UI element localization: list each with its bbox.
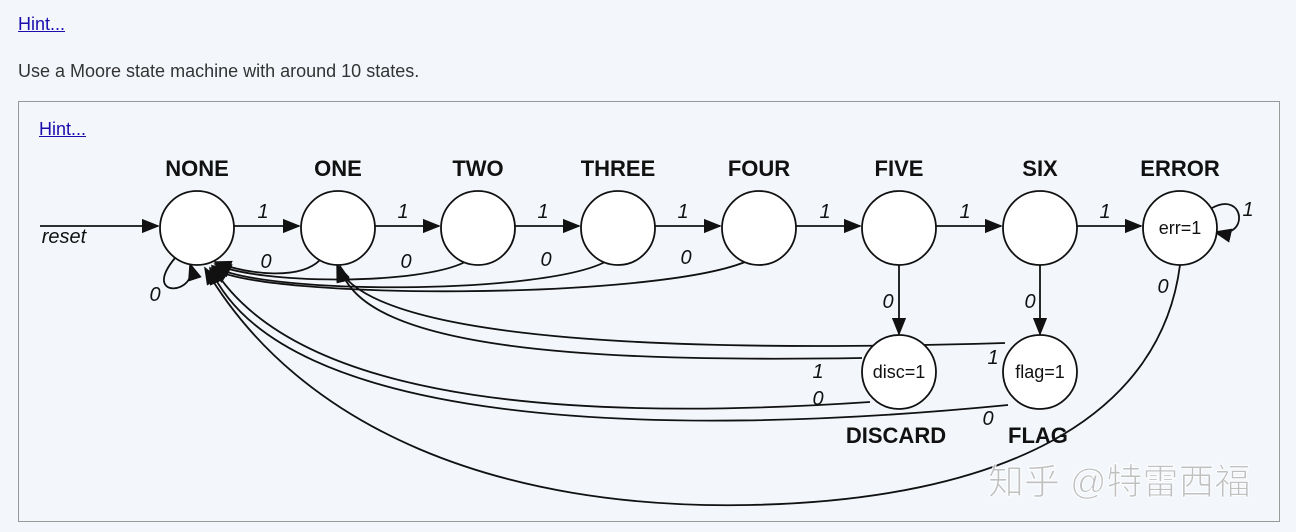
state-error xyxy=(1142,190,1218,266)
state-discard xyxy=(861,334,937,410)
edge-label: 0 xyxy=(812,388,823,410)
state-two xyxy=(440,190,516,266)
edge-label: 0 xyxy=(260,251,271,273)
edge-label: 1 xyxy=(1242,199,1253,221)
edge-labels: 1 1 1 1 1 1 1 1 0 0 0 0 0 0 0 0 1 1 0 0 xyxy=(149,199,1253,430)
state-six xyxy=(1002,190,1078,266)
edge-label: 0 xyxy=(149,284,160,306)
state-label: FOUR xyxy=(728,156,790,181)
state-output: err=1 xyxy=(1159,218,1202,238)
watermark: 知乎 @特雷西福 xyxy=(988,461,1251,502)
state-flag xyxy=(1002,334,1078,410)
state-output: disc=1 xyxy=(873,362,926,382)
edge-label: 1 xyxy=(537,201,548,223)
transitions xyxy=(40,203,1240,507)
state-label: ERROR xyxy=(1140,156,1220,181)
edge-label: 1 xyxy=(819,201,830,223)
state-label: FIVE xyxy=(875,156,924,181)
diagram-panel: Hint... xyxy=(18,101,1280,522)
state-label: THREE xyxy=(581,156,656,181)
edge-label: 1 xyxy=(812,361,823,383)
edge-label: 1 xyxy=(677,201,688,223)
state-one xyxy=(300,190,376,266)
edge-label: 1 xyxy=(257,201,268,223)
state-three xyxy=(580,190,656,266)
state-label: DISCARD xyxy=(846,423,946,448)
edge-label: 0 xyxy=(882,291,893,313)
state-circles xyxy=(159,190,1218,410)
hint-link[interactable]: Hint... xyxy=(18,14,66,34)
state-label: SIX xyxy=(1022,156,1058,181)
state-label: TWO xyxy=(452,156,503,181)
edge-label: 0 xyxy=(400,251,411,273)
edge-label: 0 xyxy=(1157,276,1168,298)
edge-label: 0 xyxy=(1024,291,1035,313)
edge-label: 1 xyxy=(987,347,998,369)
edge-label: 0 xyxy=(982,408,993,430)
state-label: ONE xyxy=(314,156,362,181)
state-none xyxy=(159,190,235,266)
state-five xyxy=(861,190,937,266)
state-output: flag=1 xyxy=(1015,362,1065,382)
instruction-text: Use a Moore state machine with around 10… xyxy=(18,61,420,81)
edge-label: 1 xyxy=(397,201,408,223)
state-label: FLAG xyxy=(1008,423,1068,448)
edge-label: 0 xyxy=(680,247,691,269)
edge-label: 1 xyxy=(959,201,970,223)
state-label: NONE xyxy=(165,156,229,181)
edge-label: 0 xyxy=(540,249,551,271)
edge-label: 1 xyxy=(1099,201,1110,223)
state-four xyxy=(721,190,797,266)
reset-label: reset xyxy=(42,226,88,248)
hint-link-inner[interactable]: Hint... xyxy=(39,119,87,139)
